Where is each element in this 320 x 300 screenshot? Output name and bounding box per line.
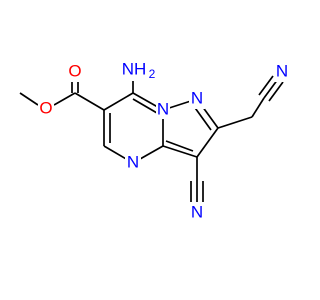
bridge-nitrogen: N (157, 99, 169, 118)
carbonyl-oxygen-bg (66, 62, 82, 82)
nitrile-nitrogen-right-bg (274, 62, 290, 82)
ether-oxygen: O (39, 98, 52, 117)
molecule-svg: NH 2 O O N N N N N (19, 59, 290, 224)
structure-diagram: NH 2 O O N N N N N (19, 59, 290, 224)
bond-ccarbonyl-oether (53, 92, 76, 106)
bond-cn-right-2 (258, 75, 274, 96)
pyrazole-nitrogen-bg (189, 89, 205, 109)
bond-cn-right-1 (263, 78, 279, 99)
atom-label-layer: NH 2 O O N N N N N (38, 59, 290, 224)
bond-c2-ch2 (217, 116, 253, 129)
bond-oether-methyl (19, 92, 39, 106)
bridge-nitrogen-bg (156, 101, 170, 119)
bond-n7a-c7-double (132, 98, 158, 114)
pyrazole-nitrogen: N (191, 88, 203, 107)
bond-cn-right-3 (268, 81, 284, 102)
pyrimidine-nitrogen-bg (125, 152, 141, 172)
ether-oxygen-bg (38, 98, 54, 118)
bond-ch2-cn (251, 97, 265, 118)
amino-subscript: 2 (149, 67, 156, 81)
bond-layer (19, 75, 284, 202)
bond-c3-c3a (162, 145, 198, 158)
nitrile-nitrogen-right: N (276, 61, 288, 80)
pyrimidine-nitrogen: N (127, 152, 139, 171)
amino-label: NH (122, 59, 147, 78)
nitrile-nitrogen-bottom: N (191, 202, 203, 221)
carbonyl-oxygen: O (68, 61, 81, 80)
bond-n1-c2-double (192, 104, 212, 131)
bond-c7-c6 (103, 92, 134, 111)
nitrile-nitrogen-bottom-bg (189, 202, 205, 224)
bond-c2-c3 (196, 127, 219, 158)
bond-c3-c3a-double (165, 140, 194, 152)
bond-c6-ccarbonyl (74, 92, 105, 111)
amino-label-bg (120, 59, 156, 81)
